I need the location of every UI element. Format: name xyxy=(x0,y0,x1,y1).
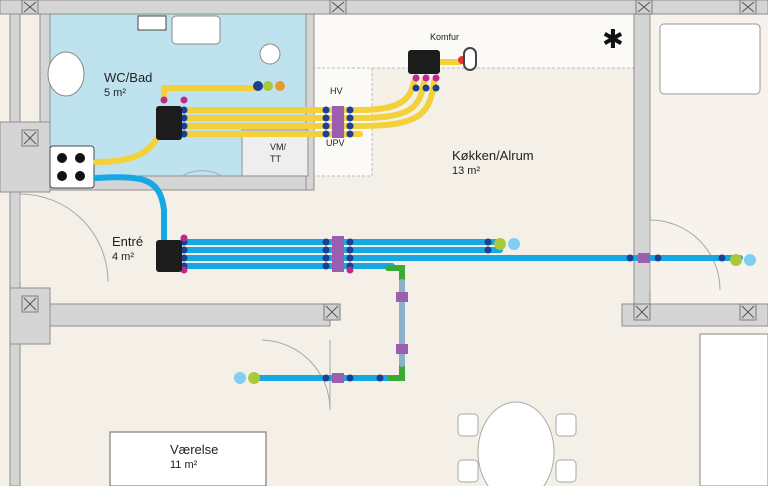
label-upv: UPV xyxy=(326,138,345,148)
label-vm: VM/ xyxy=(270,142,287,152)
armchair xyxy=(659,23,761,95)
stove-burners xyxy=(57,153,85,181)
stove-valve[interactable] xyxy=(463,47,477,71)
room-area-entry: 4 m² xyxy=(112,251,134,263)
room-area-bedroom: 11 m² xyxy=(170,459,198,471)
pipe-couplings xyxy=(332,106,650,383)
dining-chairs xyxy=(457,413,577,483)
label-tt: TT xyxy=(270,154,281,164)
pipe-fittings xyxy=(160,56,756,384)
sink-icon xyxy=(171,15,221,45)
manifold-icon[interactable] xyxy=(408,50,440,74)
shower-drain xyxy=(259,43,281,65)
room-name-bedroom: Værelse xyxy=(170,442,218,457)
manifold-icon[interactable] xyxy=(156,106,182,140)
label-hv: HV xyxy=(330,86,343,96)
manifold-icon[interactable] xyxy=(156,240,182,272)
dining-table xyxy=(477,401,555,486)
room-area-wc: 5 m² xyxy=(104,87,126,99)
bed xyxy=(109,431,267,486)
label-komfur: Komfur xyxy=(430,32,459,42)
stove-icon[interactable] xyxy=(49,145,95,189)
room-name-entry: Entré xyxy=(112,234,143,249)
room-name-kitchen: Køkken/Alrum xyxy=(452,148,534,163)
wall-column-icon xyxy=(23,1,755,319)
toilet-icon xyxy=(47,51,85,97)
doors xyxy=(19,170,721,410)
mirror-cabinet xyxy=(137,15,167,31)
snowflake-icon: ✱ xyxy=(602,25,624,55)
room-area-kitchen: 13 m² xyxy=(452,165,480,177)
bed-right xyxy=(699,333,768,486)
room-name-wc: WC/Bad xyxy=(104,70,152,85)
